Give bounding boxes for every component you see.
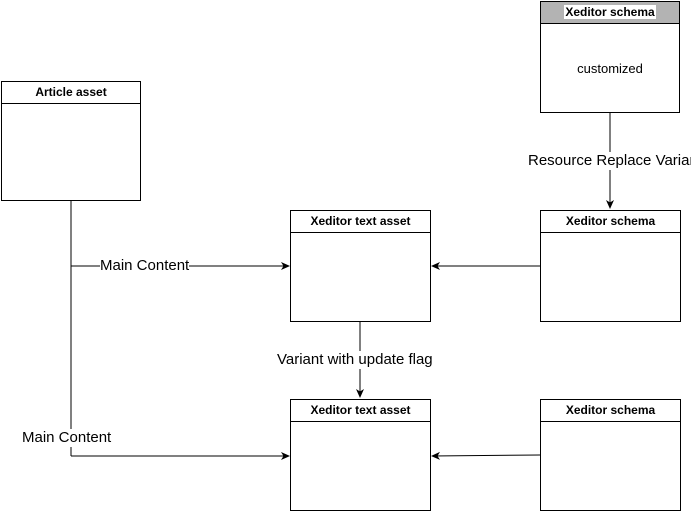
edge-label-resource-replace: Resource Replace Variant xyxy=(528,152,691,170)
text-asset-1-title: Xeditor text asset xyxy=(291,211,430,233)
schema-mid-title: Xeditor schema xyxy=(541,211,680,233)
schema-top-body: customized xyxy=(577,60,643,76)
schema-top-title-bar: Xeditor schema xyxy=(541,2,679,24)
edge-label-main-content-1: Main Content xyxy=(100,257,190,275)
edge-label-main-content-2: Main Content xyxy=(22,429,112,447)
schema-bottom-node[interactable]: Xeditor schema xyxy=(540,399,681,511)
article-asset-title: Article asset xyxy=(2,82,140,104)
schema-top-title: Xeditor schema xyxy=(564,5,656,19)
schema-mid-node[interactable]: Xeditor schema xyxy=(540,210,681,322)
edge-schema-to-asset-2 xyxy=(431,451,541,460)
edge-label-variant-update: Variant with update flag xyxy=(277,351,433,369)
text-asset-2-node[interactable]: Xeditor text asset xyxy=(290,399,431,511)
schema-bottom-title: Xeditor schema xyxy=(541,400,680,422)
article-asset-node[interactable]: Article asset xyxy=(1,81,141,201)
text-asset-2-title: Xeditor text asset xyxy=(291,400,430,422)
text-asset-1-node[interactable]: Xeditor text asset xyxy=(290,210,431,322)
schema-top-node[interactable]: Xeditor schema customized xyxy=(540,1,680,113)
